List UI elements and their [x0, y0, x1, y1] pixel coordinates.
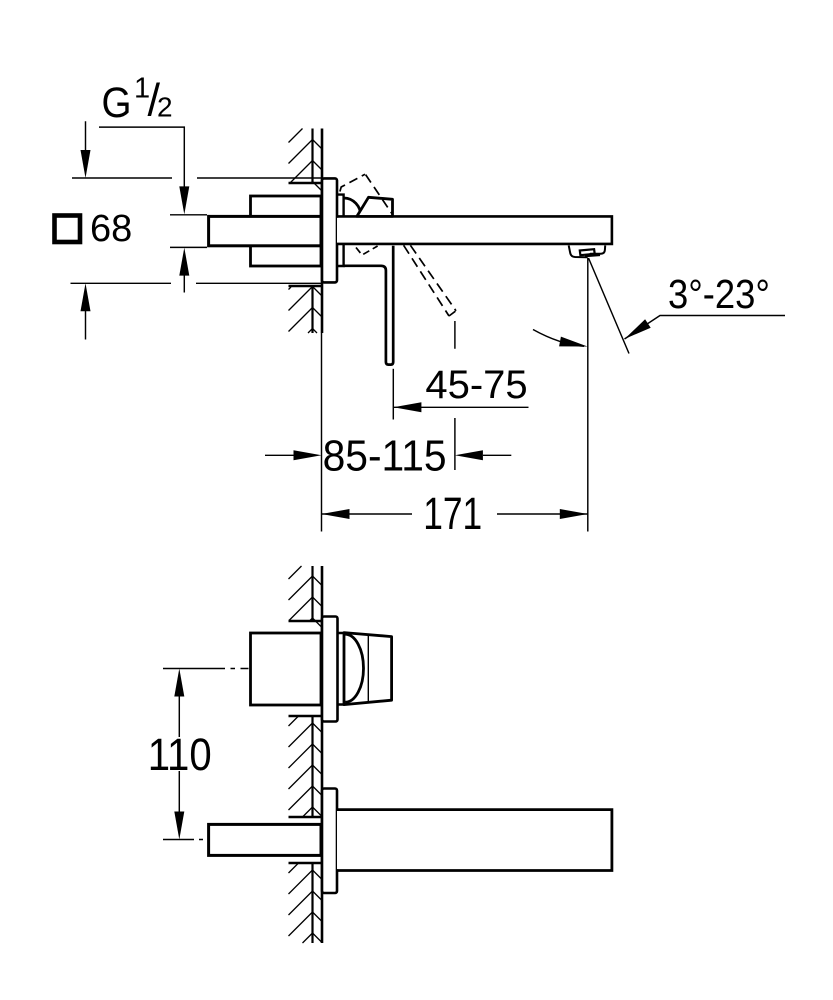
svg-text:85-115: 85-115	[323, 432, 447, 481]
svg-text:3°-23°: 3°-23°	[668, 271, 770, 317]
svg-text:G: G	[102, 79, 132, 127]
svg-text:/: /	[148, 75, 161, 126]
svg-text:45-75: 45-75	[425, 363, 527, 407]
svg-text:2: 2	[157, 92, 173, 123]
svg-text:110: 110	[148, 729, 212, 780]
svg-text:1: 1	[134, 73, 150, 105]
svg-text:171: 171	[423, 488, 482, 539]
svg-text:68: 68	[90, 208, 132, 250]
